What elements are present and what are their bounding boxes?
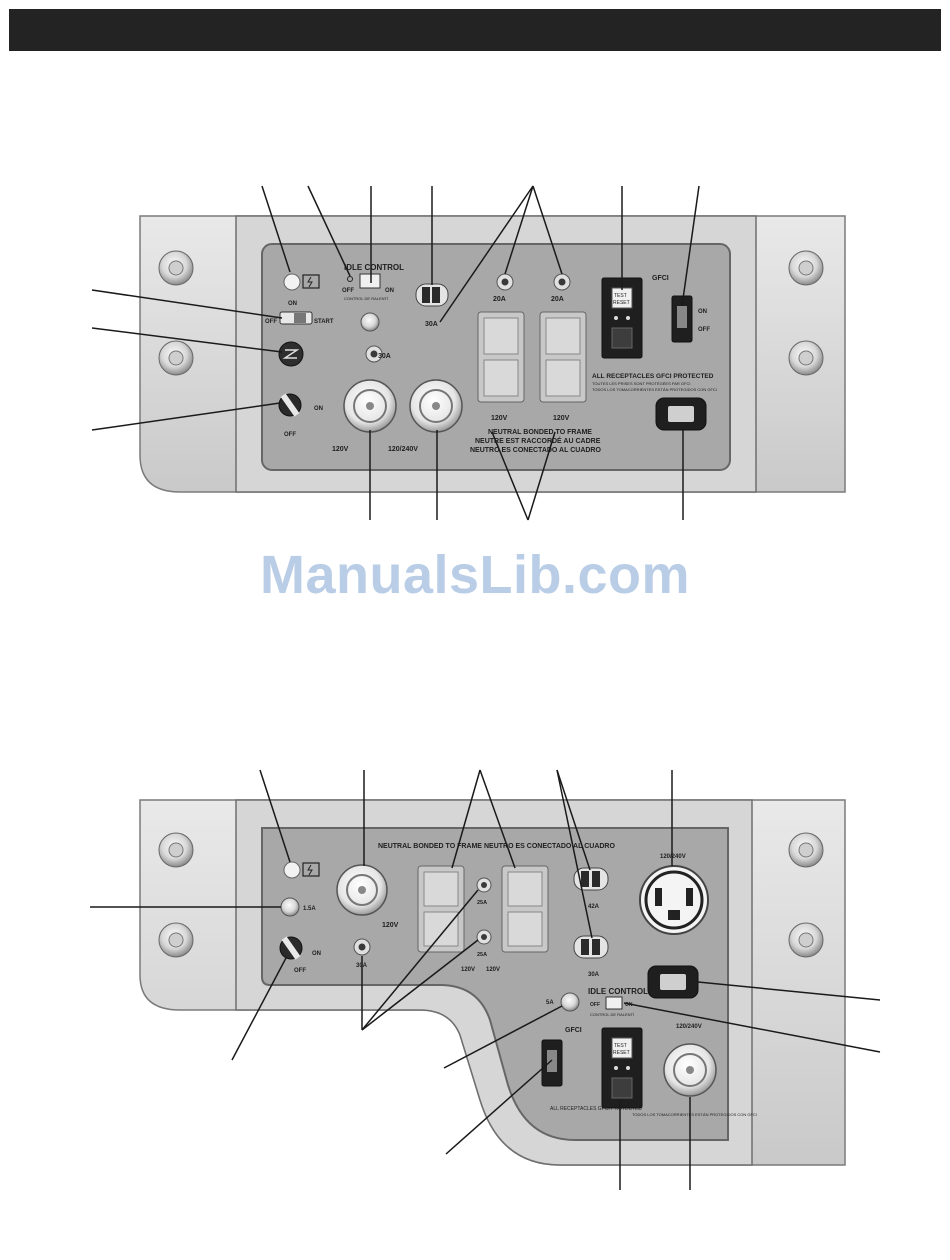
idle-on-label: ON [385,288,394,294]
gfci-protected-fr-label: TOUTES LES PRISES SONT PROTÉGÉES PAR GFC… [592,381,690,386]
reset-label: RESET [613,1050,630,1056]
panel-b-callouts [90,769,881,1190]
fuse-5a-button[interactable] [560,992,580,1012]
idle-control-label: IDLE CONTROL [588,987,648,996]
duplex-120v-label: 120V [553,415,570,422]
header-bar [9,9,941,51]
fuse-1-5a-button[interactable] [280,897,300,917]
twist-120v-label: 120V [382,922,399,929]
fuel-on-label: ON [312,951,321,957]
reset-label: RESET [613,300,630,306]
gfci-protected-es-label: TODOS LOS TOMACORRIENTES ESTÁN PROTEGIDO… [632,1112,757,1117]
fuel-on-label: ON [314,406,323,412]
gfci-protected-en-label: ALL RECEPTACLES GFCI PROTECTED [592,373,714,380]
reset-25a-label: 25A [477,952,487,958]
idle-control-label: IDLE CONTROL [344,263,404,272]
gfci-label: GFCI [565,1027,582,1034]
idle-control-switch[interactable] [359,273,381,289]
battery-icon [302,274,320,289]
twist-120v-label: 120V [332,446,349,453]
panel-a: IDLE CONTROL OFF ON CONTROL DE RALENTÍ O… [139,215,846,493]
gfci-test-button[interactable] [611,1037,633,1059]
fuel-off-label: OFF [294,968,306,974]
gfci-off-label: OFF [698,327,710,333]
switch-start-label: START [314,319,334,325]
neutral-en-label: NEUTRAL BONDED TO FRAME [488,429,592,436]
panel-a-callouts [91,185,700,521]
watermark: ManualsLib.com [259,545,691,605]
test-label: TEST [614,293,627,299]
idle-sub-label: CONTROL DE RALENTÍ [344,296,389,301]
switch-off-label: OFF [265,319,277,325]
gfci-label: GFCI [652,275,669,282]
idle-sub-label: CONTROL DE RALENTÍ [590,1012,635,1017]
panel-b: NEUTRAL BONDED TO FRAME NEUTRO ES CONECT… [139,799,846,1166]
reset-20a-label: 20A [551,296,564,303]
breaker-30a-double[interactable] [573,935,609,959]
breaker-30a-label: 30A [378,353,391,360]
battery-light-icon [283,861,301,879]
twist-120-240v-label: 120/240V [676,1024,702,1030]
idle-off-label: OFF [590,1002,600,1008]
breaker-42a-label: 42A [588,904,600,910]
battery-icon [302,862,320,877]
main-breaker-label: 30A [425,321,438,328]
neutral-es-label: NEUTRO ES CONECTADO AL CUADRO [470,447,601,454]
reset-20a-label: 20A [493,296,506,303]
duplex-120v-label: 120V [461,967,475,973]
breaker-30a-b-label: 30A [588,972,600,978]
duplex-120v-label: 120V [486,967,500,973]
fuse-1-5a-label: 1.5A [303,906,316,912]
reset-25a-label: 25A [477,900,487,906]
idle-on-label: ON [625,1002,633,1008]
battery-light-icon [283,273,301,291]
gfci-protected-es-label: TODOS LOS TOMACORRIENTES ESTÁN PROTEGIDO… [592,387,717,392]
idle-control-switch[interactable] [605,996,623,1010]
switch-on-label: ON [288,301,297,307]
duplex-120v-label: 120V [491,415,508,422]
fuse-button[interactable] [360,312,380,332]
neutral-en-label: NEUTRAL BONDED TO FRAME [378,843,482,850]
outlet-120-240v-50a[interactable] [639,865,709,935]
gfci-protected-en-label: ALL RECEPTACLES GFCI PROTECTED [550,1106,642,1112]
test-label: TEST [614,1043,627,1049]
idle-off-label: OFF [342,288,354,294]
neutral-es-label: NEUTRO ES CONECTADO AL CUADRO [484,843,615,850]
gfci-on-label: ON [698,309,707,315]
fuel-off-label: OFF [284,432,296,438]
twist-120-240v-label: 120/240V [388,446,418,453]
fuse-5a-label: 5A [546,1000,554,1006]
neutral-fr-label: NEUTRE EST RACCORDÉ AU CADRE [475,436,601,445]
outlet-120-240v-label: 120/240V [660,854,686,860]
